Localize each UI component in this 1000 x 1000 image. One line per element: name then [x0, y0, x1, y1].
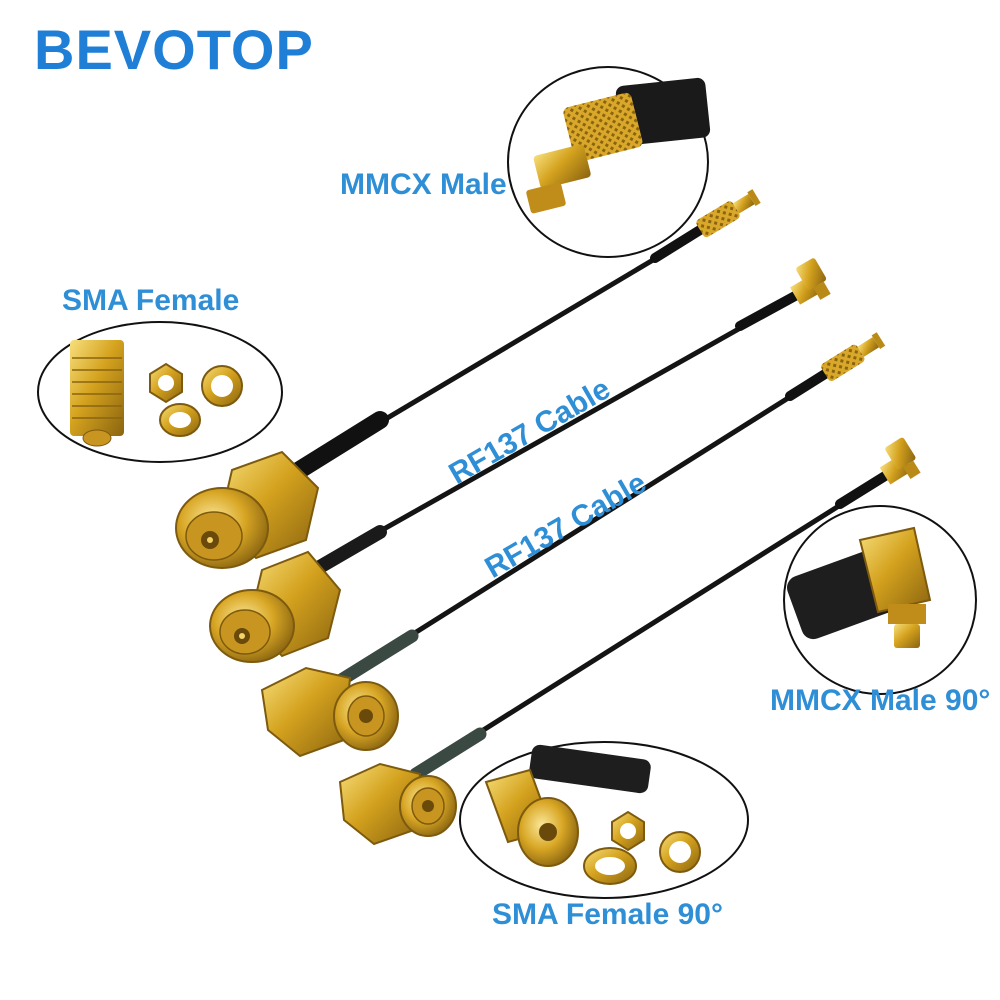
sma-female-detail-circle: [37, 321, 283, 463]
cable-1: [281, 225, 705, 485]
cable-3: [331, 369, 830, 689]
label-sma-female-90: SMA Female 90°: [492, 898, 723, 931]
label-mmcx-male-90: MMCX Male 90°: [770, 684, 991, 717]
sma-female-connector-2: [209, 550, 342, 663]
mmcx-male-detail-circle: [507, 66, 711, 258]
cable-4: [409, 471, 890, 781]
mmcx-male-connector-1: [696, 189, 761, 238]
sma-female-connector-1: [175, 450, 320, 569]
mmcx-male-90-connector-2: [879, 437, 921, 485]
mmcx-male-90-detail-circle: [783, 505, 977, 695]
sma-female-90-connector-2: [338, 762, 457, 846]
label-mmcx-male: MMCX Male: [340, 168, 507, 201]
mmcx-male-connector-2: [821, 332, 886, 381]
label-sma-female: SMA Female: [62, 284, 240, 317]
sma-female-90-detail-circle: [459, 741, 749, 899]
cable-2: [311, 291, 800, 575]
sma-female-90-connector-1: [260, 666, 399, 758]
brand-logo: BEVOTOP: [34, 18, 314, 81]
mmcx-male-90-connector-1: [790, 258, 831, 305]
